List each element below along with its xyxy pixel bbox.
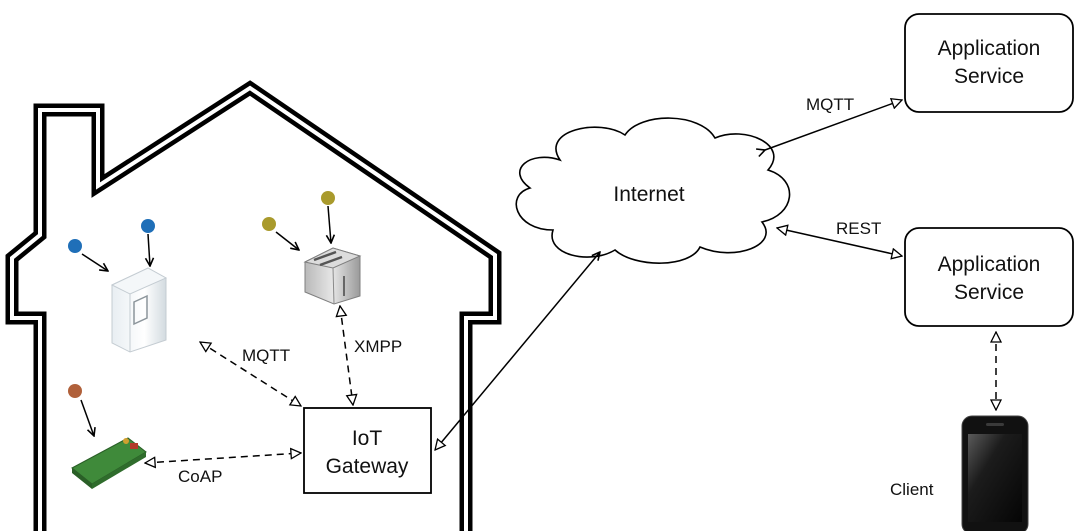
connector-pi-gateway <box>145 453 301 463</box>
sensor-dot-pi <box>68 384 82 398</box>
connector-internet-app-bottom <box>777 228 902 256</box>
sensor-link-fridge-1 <box>81 253 108 271</box>
app-service-top-line1: Application <box>938 37 1041 60</box>
app-service-bottom-line1: Application <box>938 253 1041 276</box>
cloud-icon <box>515 117 791 264</box>
sensor-dot-fridge-1 <box>68 239 82 253</box>
connector-toaster-gateway <box>340 306 353 405</box>
connector-gateway-internet <box>435 252 600 450</box>
sensor-link-pi <box>80 399 94 436</box>
application-service-top: Application Service <box>904 13 1074 113</box>
protocol-label-mqtt-home: MQTT <box>242 346 290 365</box>
client-label: Client <box>890 480 934 499</box>
raspberry-pi-icon <box>71 437 147 489</box>
sensor-dot-fridge-2 <box>141 219 155 233</box>
protocol-label-rest: REST <box>836 219 881 238</box>
protocol-label-coap: CoAP <box>178 467 222 486</box>
protocol-label-mqtt-cloud: MQTT <box>806 95 854 114</box>
internet-label: Internet <box>613 183 684 206</box>
smartphone-icon <box>961 415 1029 531</box>
app-service-bottom-line2: Service <box>954 281 1024 304</box>
connector-fridge-gateway <box>200 342 301 406</box>
sensor-link-toaster-2 <box>328 205 331 243</box>
gateway-line2: Gateway <box>326 455 409 478</box>
sensor-link-toaster-1 <box>275 231 299 250</box>
protocol-label-xmpp: XMPP <box>354 337 402 356</box>
sensor-link-fridge-2 <box>148 233 150 266</box>
app-service-top-line2: Service <box>954 65 1024 88</box>
sensor-dot-toaster-1 <box>262 217 276 231</box>
application-service-bottom: Application Service <box>904 227 1074 327</box>
sensor-dot-toaster-2 <box>321 191 335 205</box>
toaster-icon <box>303 247 362 305</box>
fridge-icon <box>110 267 168 353</box>
gateway-line1: IoT <box>352 427 383 450</box>
iot-gateway: IoT Gateway <box>303 407 432 494</box>
connector-internet-app-top <box>765 100 902 150</box>
